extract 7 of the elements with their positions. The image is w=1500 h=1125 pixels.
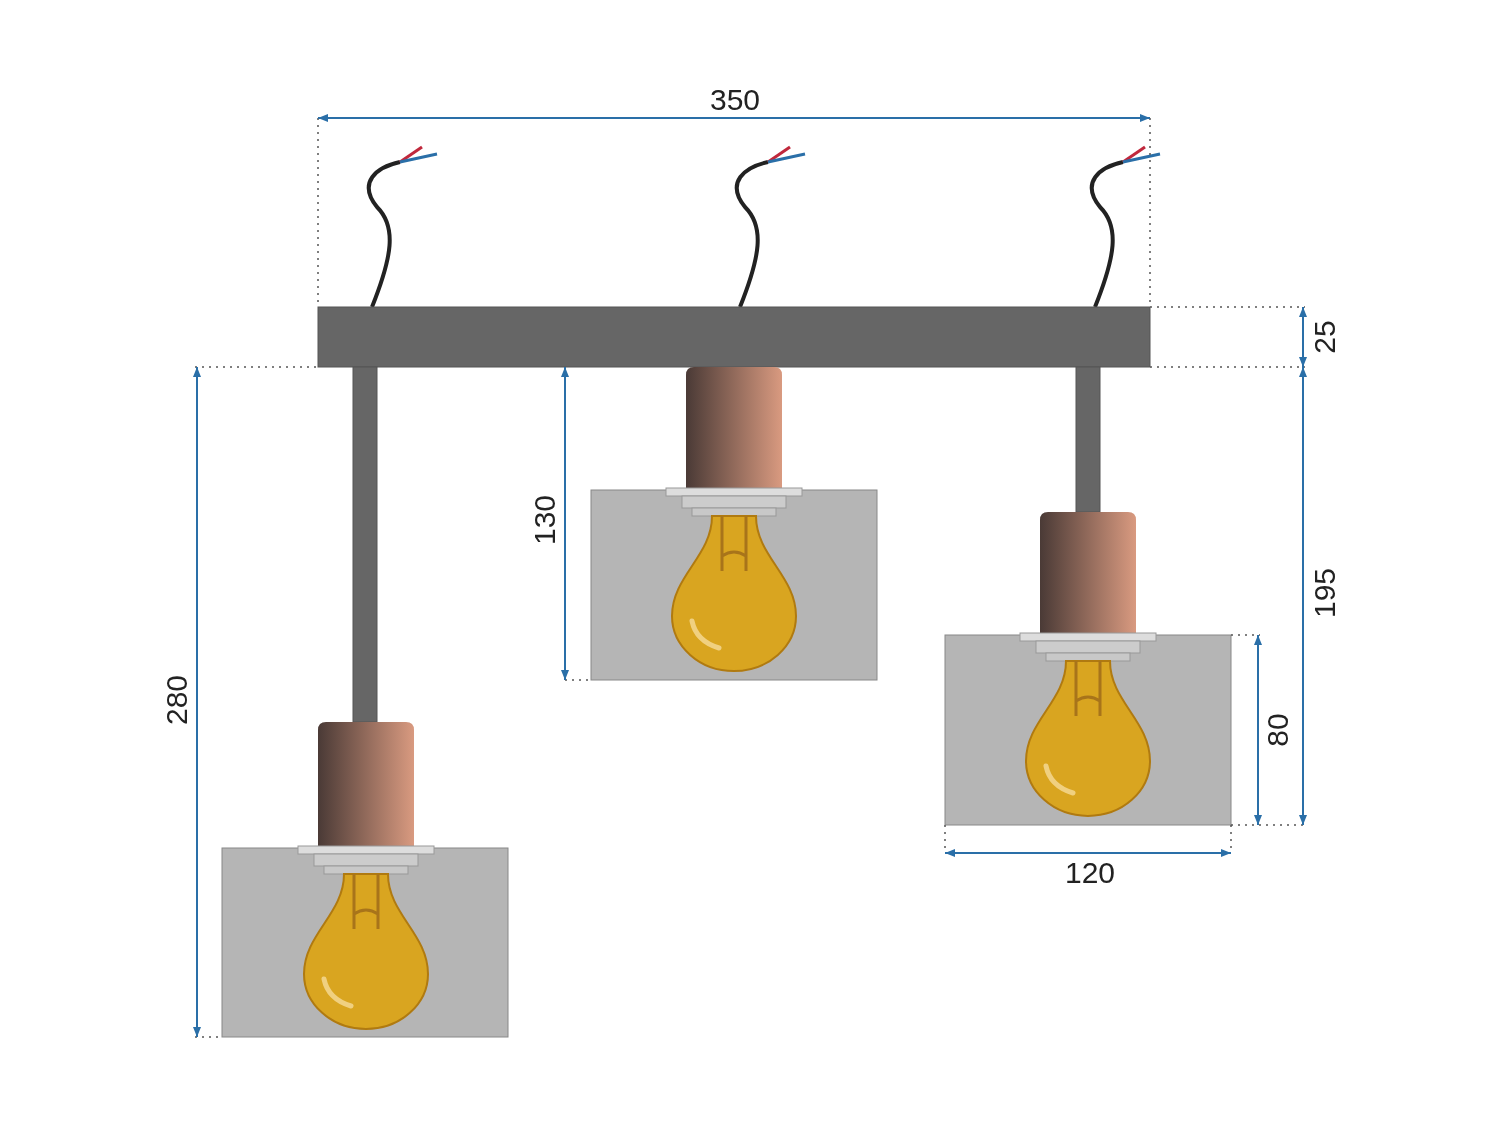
dimension-label: 120 (1064, 858, 1116, 888)
dimension-label: 130 (530, 494, 560, 546)
dimension-label: 350 (709, 85, 761, 115)
dimension-label: 80 (1263, 713, 1293, 747)
dimension-label: 25 (1310, 320, 1340, 354)
dimension-label: 280 (162, 674, 192, 726)
dimension-label: 195 (1310, 567, 1340, 619)
